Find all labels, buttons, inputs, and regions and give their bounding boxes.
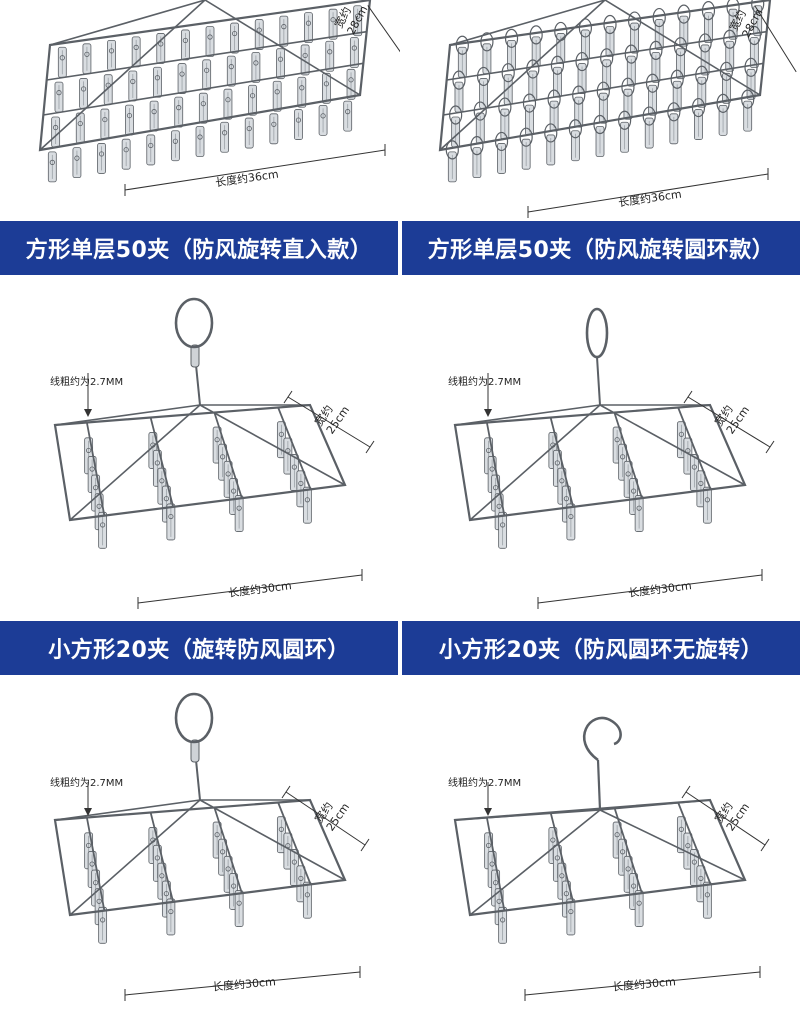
product-title-banner-3: 小方形20夹（旋转防风圆环） <box>0 621 398 675</box>
product-title-banner-4: 小方形20夹（防风圆环无旋转） <box>402 621 800 675</box>
hanger-photo-50-clips-direct <box>38 0 400 196</box>
wire-thickness-note: 线粗约为2.7MM <box>50 778 124 789</box>
hanger-photo-20-clips-ring-b <box>53 692 370 1001</box>
hanger-photo-20-clips-hook <box>453 716 770 1001</box>
hanger-photo-20-clips-fixed-ring <box>453 307 775 609</box>
wire-thickness-note: 线粗约为2.7MM <box>448 377 522 388</box>
hanger-photo-50-clips-ring <box>438 0 797 218</box>
wire-thickness-note: 线粗约为2.7MM <box>50 377 124 388</box>
hanger-photo-20-clips-swivel-ring <box>53 297 375 609</box>
wire-thickness-note: 线粗约为2.7MM <box>448 778 522 789</box>
product-title-banner-1: 方形单层50夹（防风旋转直入款） <box>0 221 398 275</box>
product-title-banner-2: 方形单层50夹（防风旋转圆环款） <box>402 221 800 275</box>
